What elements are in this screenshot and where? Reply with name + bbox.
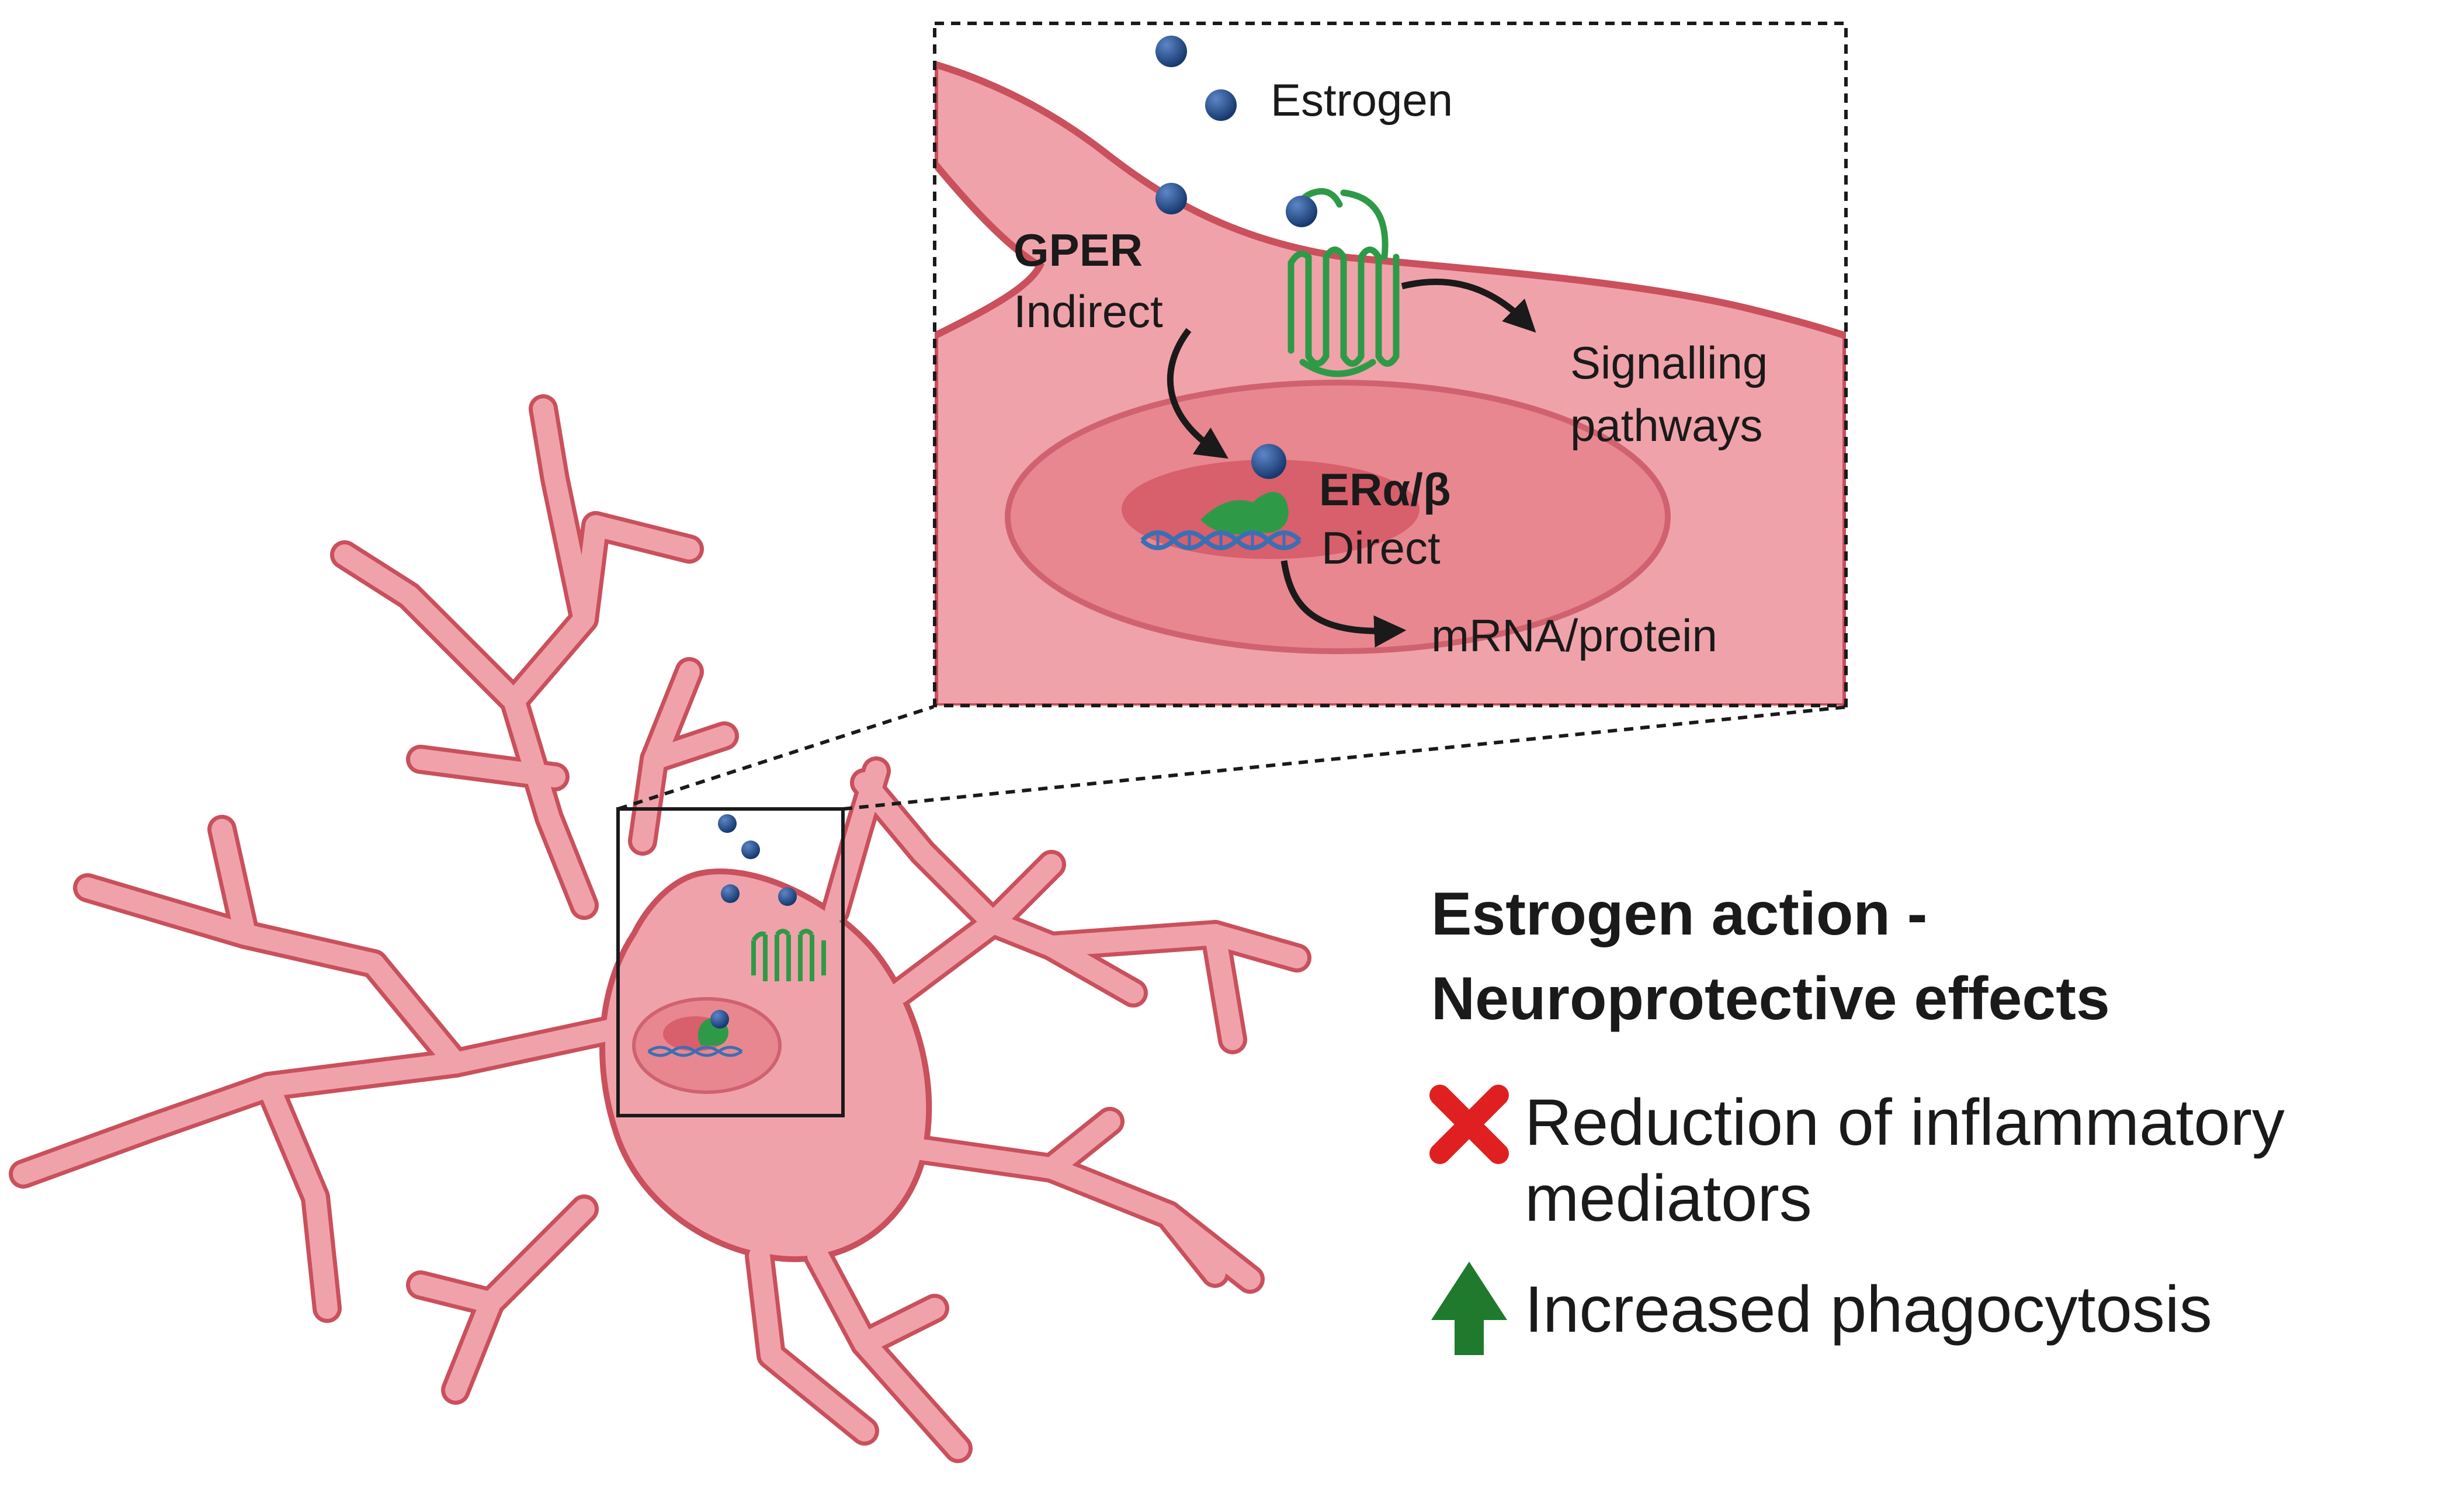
zoom-source-box <box>616 807 845 1117</box>
effect-item-2-line1: Increased phagocytosis <box>1525 1273 2212 1346</box>
mrna-protein-label: mRNA/protein <box>1431 610 1717 661</box>
effect-item-1-line1: Reduction of inflammatory <box>1525 1086 2285 1159</box>
nuclear-receptor-icon <box>1200 492 1289 534</box>
red-x-icon <box>1429 1085 1509 1164</box>
effects-panel: Estrogen action - Neuroprotective effect… <box>1429 880 2285 1355</box>
cell-estrogen-molecule <box>778 887 797 906</box>
direct-label: Direct <box>1321 522 1441 574</box>
cell-estrogen-molecule <box>718 814 737 833</box>
estrogen-label: Estrogen <box>1271 74 1453 126</box>
signalling-label-line2: pathways <box>1570 400 1763 451</box>
effects-title-line1: Estrogen action - <box>1431 880 1927 948</box>
arrow-to-signalling <box>1401 279 1536 333</box>
green-up-arrow-icon <box>1431 1262 1507 1355</box>
effects-title-line2: Neuroprotective effects <box>1431 965 2110 1033</box>
nuclear-estrogen-molecule <box>1251 444 1286 479</box>
er-label: ERα/β <box>1319 464 1451 515</box>
dna-helix-icon <box>1140 530 1302 550</box>
cell-dna-icon <box>647 1046 743 1057</box>
gper-label: GPER <box>1014 224 1143 276</box>
indirect-label: Indirect <box>1014 286 1163 337</box>
estrogen-molecule <box>1286 196 1317 227</box>
estrogen-molecule <box>1155 36 1187 67</box>
cell-gper-icon <box>751 929 826 981</box>
zoom-connector-right <box>842 705 1849 811</box>
effect-item-1-line2: mediators <box>1525 1162 1812 1235</box>
arrow-to-mrna <box>1280 560 1407 648</box>
zoom-inset-frame <box>933 22 1848 707</box>
microglia-cell <box>9 394 1311 1463</box>
gper-receptor-icon <box>1287 188 1400 377</box>
estrogen-molecule <box>1155 183 1187 214</box>
zoom-inset: Estrogen GPER Indirect Signalling pathwa… <box>933 22 1848 707</box>
cell-estrogen-molecule <box>710 1010 729 1029</box>
cell-estrogen-molecule <box>721 884 740 903</box>
cell-estrogen-molecule <box>741 840 760 859</box>
signalling-label-line1: Signalling <box>1570 337 1768 388</box>
estrogen-molecule <box>1205 89 1237 121</box>
zoom-connector-left <box>617 705 934 811</box>
arrow-gper-to-nucleus <box>1167 328 1228 459</box>
